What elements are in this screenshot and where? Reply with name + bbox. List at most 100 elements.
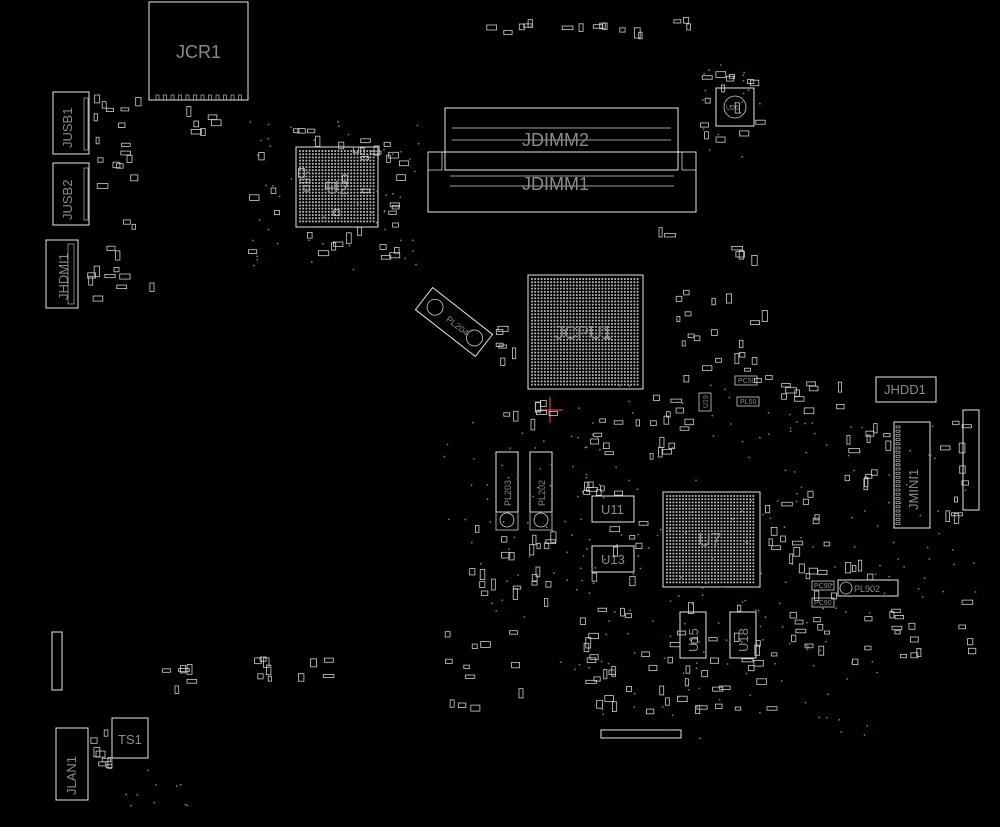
smd-component[interactable]	[726, 293, 733, 304]
smd-component[interactable]	[486, 24, 497, 31]
smd-component[interactable]	[684, 311, 692, 317]
smd-component[interactable]	[342, 174, 348, 184]
smd-component[interactable]	[338, 141, 345, 150]
smd-component[interactable]	[149, 282, 155, 292]
u19-chip[interactable]: U19	[698, 392, 712, 412]
u13-chip[interactable]: U13	[591, 545, 635, 573]
smd-component[interactable]	[679, 426, 690, 431]
smd-component[interactable]	[267, 675, 272, 682]
smd-component[interactable]	[103, 729, 109, 737]
smd-component[interactable]	[306, 128, 316, 134]
smd-component[interactable]	[254, 657, 262, 665]
smd-component[interactable]	[391, 205, 400, 210]
smd-component[interactable]	[369, 150, 382, 155]
smd-component[interactable]	[831, 592, 838, 600]
smd-component[interactable]	[653, 394, 660, 402]
smd-component[interactable]	[361, 188, 370, 194]
smd-component[interactable]	[603, 442, 610, 449]
smd-component[interactable]	[710, 329, 718, 336]
smd-component[interactable]	[186, 679, 198, 684]
smd-component[interactable]	[710, 657, 720, 664]
smd-component[interactable]	[584, 481, 590, 491]
smd-component[interactable]	[112, 161, 121, 169]
smd-component[interactable]	[257, 673, 264, 680]
smd-component[interactable]	[379, 244, 387, 250]
smd-component[interactable]	[609, 526, 621, 533]
smd-component[interactable]	[511, 662, 521, 669]
smd-component[interactable]	[130, 174, 139, 182]
smd-component[interactable]	[190, 128, 202, 135]
smd-component[interactable]	[864, 616, 873, 622]
smd-component[interactable]	[804, 643, 814, 649]
smd-component[interactable]	[664, 233, 676, 238]
smd-component[interactable]	[495, 329, 504, 335]
smd-component[interactable]	[871, 469, 878, 476]
smd-component[interactable]	[612, 701, 618, 712]
jlan1-connector[interactable]: JLAN1	[55, 727, 89, 801]
smd-component[interactable]	[550, 531, 557, 543]
smd-component[interactable]	[629, 535, 636, 540]
smd-component[interactable]	[501, 551, 511, 559]
smd-component[interactable]	[589, 654, 599, 660]
jhdmi1-connector[interactable]: JHDMI1	[45, 239, 79, 309]
smd-component[interactable]	[683, 16, 690, 24]
smd-component[interactable]	[93, 113, 98, 122]
smd-component[interactable]	[614, 490, 623, 496]
smd-component[interactable]	[718, 685, 731, 690]
smd-component[interactable]	[299, 178, 311, 184]
smd-component[interactable]	[583, 642, 590, 653]
smd-component[interactable]	[894, 615, 904, 620]
smd-component[interactable]	[744, 367, 751, 372]
smd-component[interactable]	[945, 510, 950, 522]
smd-component[interactable]	[186, 106, 192, 117]
smd-component[interactable]	[480, 641, 491, 648]
smd-component[interactable]	[968, 647, 977, 655]
smd-component[interactable]	[958, 442, 966, 454]
smd-component[interactable]	[388, 210, 397, 215]
smd-component[interactable]	[814, 590, 820, 601]
smd-component[interactable]	[104, 273, 116, 279]
jdimm1-slot[interactable]: JDIMM1	[427, 151, 697, 213]
smd-component[interactable]	[670, 398, 683, 403]
smd-component[interactable]	[791, 634, 797, 643]
smd-component[interactable]	[750, 79, 760, 87]
smd-component[interactable]	[952, 420, 960, 426]
smd-component[interactable]	[588, 632, 600, 639]
smd-component[interactable]	[747, 79, 755, 84]
smd-component[interactable]	[754, 378, 762, 383]
smd-component[interactable]	[543, 542, 550, 550]
smd-component[interactable]	[359, 147, 365, 155]
smd-component[interactable]	[781, 383, 791, 388]
smd-component[interactable]	[961, 424, 972, 429]
smd-component[interactable]	[807, 490, 814, 498]
smd-component[interactable]	[803, 407, 815, 415]
smd-component[interactable]	[789, 553, 794, 565]
smd-component[interactable]	[106, 107, 114, 113]
smd-component[interactable]	[463, 664, 470, 669]
bottom-pin-header[interactable]	[600, 729, 682, 739]
smd-component[interactable]	[625, 613, 632, 619]
smd-component[interactable]	[310, 658, 318, 668]
smd-component[interactable]	[696, 705, 708, 710]
smd-component[interactable]	[265, 664, 272, 676]
smd-component[interactable]	[685, 665, 691, 674]
smd-component[interactable]	[186, 664, 193, 675]
smd-component[interactable]	[704, 131, 709, 140]
smd-component[interactable]	[88, 275, 94, 286]
pc902-capacitor[interactable]: PC90	[811, 597, 835, 608]
smd-component[interactable]	[444, 631, 451, 638]
smd-component[interactable]	[704, 97, 711, 104]
smd-component[interactable]	[479, 581, 486, 588]
smd-component[interactable]	[768, 538, 773, 546]
smd-component[interactable]	[596, 699, 603, 709]
u18-chip[interactable]: U18	[729, 611, 757, 659]
smd-component[interactable]	[536, 410, 547, 416]
smd-component[interactable]	[548, 410, 558, 416]
smd-component[interactable]	[739, 339, 744, 348]
smd-component[interactable]	[684, 418, 694, 426]
smd-component[interactable]	[498, 344, 507, 349]
smd-component[interactable]	[866, 434, 871, 443]
smd-component[interactable]	[700, 122, 709, 128]
u2-chip[interactable]: U2	[295, 146, 379, 228]
smd-component[interactable]	[193, 120, 199, 128]
